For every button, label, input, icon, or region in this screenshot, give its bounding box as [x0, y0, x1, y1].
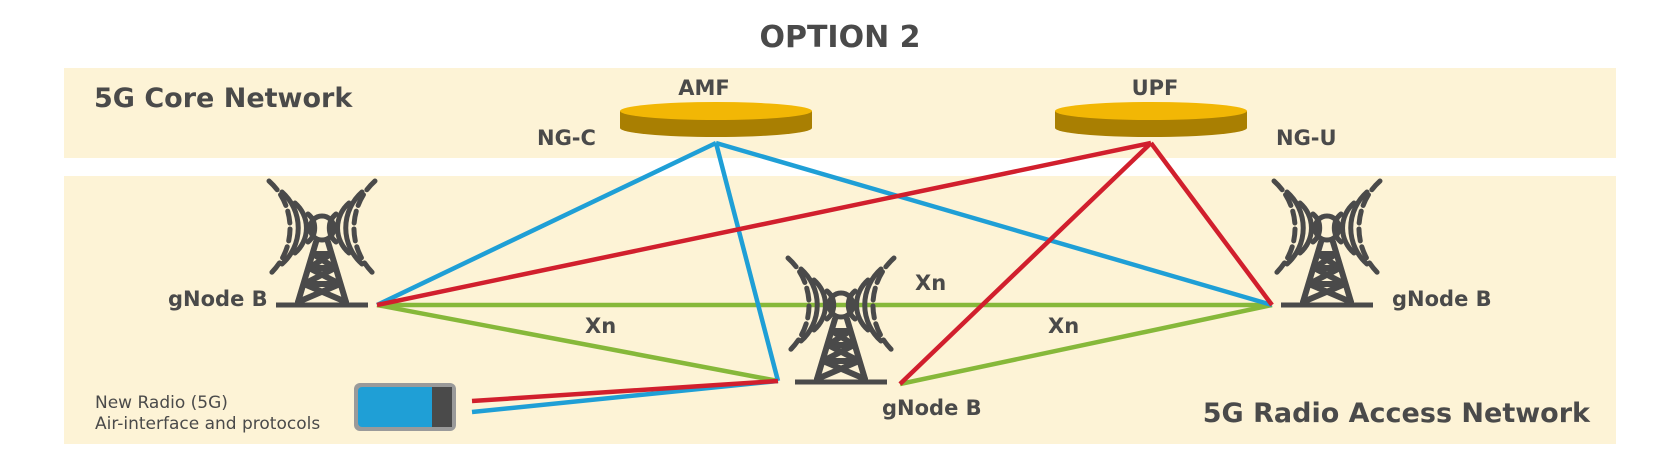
core-network-band — [64, 68, 1616, 158]
gnode-b-right-label: gNode B — [1392, 287, 1492, 311]
upf-node — [1055, 102, 1247, 137]
air-interface-label: Air-interface and protocols — [95, 414, 320, 434]
gnode-b-left-label: gNode B — [168, 287, 268, 311]
radio-link-red — [471, 378, 779, 404]
gnode-b-middle-label: gNode B — [882, 396, 982, 420]
xn-label-top: Xn — [915, 271, 946, 295]
amf-node — [620, 102, 812, 137]
phone-device-icon — [354, 383, 456, 431]
xn-link-middle-right — [899, 302, 1273, 387]
ng-u-link-left — [376, 140, 1152, 308]
ng-u-link-middle — [898, 141, 1153, 386]
ng-u-link-right — [1149, 141, 1274, 307]
ng-c-link-middle — [713, 142, 781, 382]
ng-c-label: NG-C — [537, 126, 596, 150]
ng-c-link-left — [376, 140, 717, 308]
xn-label-left: Xn — [585, 314, 616, 338]
ran-label: 5G Radio Access Network — [1203, 398, 1591, 429]
amf-label: AMF — [678, 76, 730, 100]
core-network-label: 5G Core Network — [94, 83, 353, 114]
xn-label-right: Xn — [1048, 314, 1079, 338]
ng-u-links — [376, 140, 1274, 404]
ng-c-link-right — [715, 140, 1273, 308]
ng-u-label: NG-U — [1276, 126, 1337, 150]
upf-label: UPF — [1132, 76, 1179, 100]
new-radio-label: New Radio (5G) — [95, 393, 228, 413]
xn-link-left-middle — [376, 302, 779, 384]
diagram-title: OPTION 2 — [759, 20, 920, 55]
